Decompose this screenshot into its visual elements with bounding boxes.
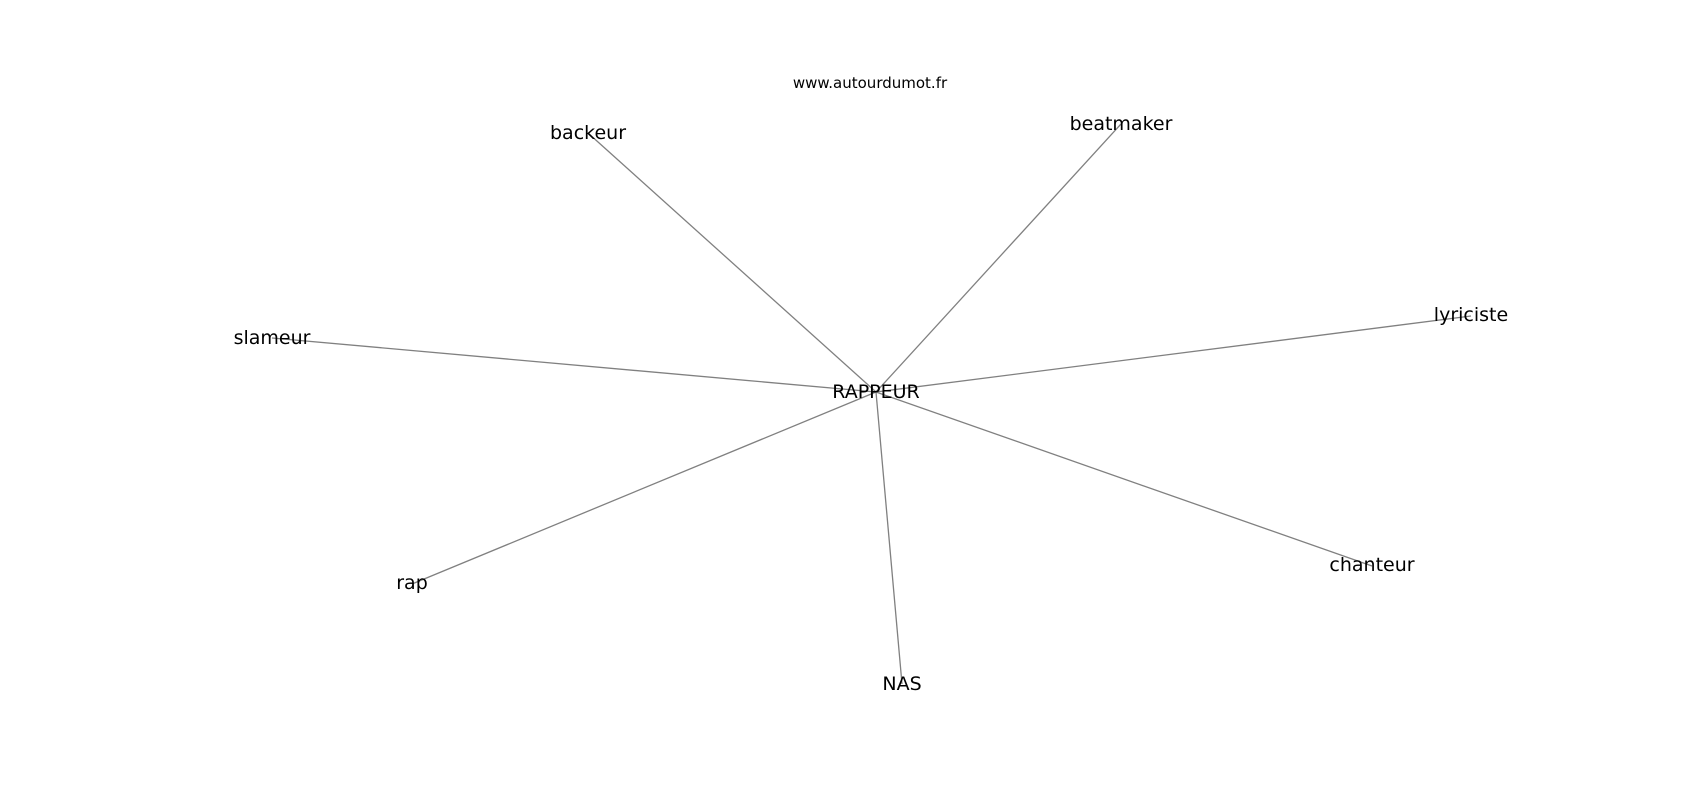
node-chanteur[interactable]: chanteur (1329, 554, 1414, 576)
edge-center-nas (875, 391, 903, 685)
edge-center-lyriciste (875, 315, 1472, 393)
edge-center-rap (411, 391, 877, 585)
node-center-rappeur[interactable]: RAPPEUR (832, 381, 919, 403)
node-nas[interactable]: NAS (882, 673, 921, 695)
edge-center-backeur (587, 132, 877, 393)
edge-center-chanteur (875, 391, 1373, 567)
node-rap[interactable]: rap (396, 572, 428, 594)
node-backeur[interactable]: backeur (550, 122, 626, 144)
edge-center-beatmaker (875, 123, 1122, 393)
watermark: www.autourdumot.fr (793, 74, 948, 92)
edge-center-slameur (271, 337, 877, 393)
node-lyriciste[interactable]: lyriciste (1434, 304, 1508, 326)
node-beatmaker[interactable]: beatmaker (1070, 113, 1173, 135)
edges (271, 123, 1472, 685)
nodes: RAPPEUR backeur beatmaker lyriciste slam… (234, 113, 1509, 695)
node-slameur[interactable]: slameur (234, 327, 311, 349)
